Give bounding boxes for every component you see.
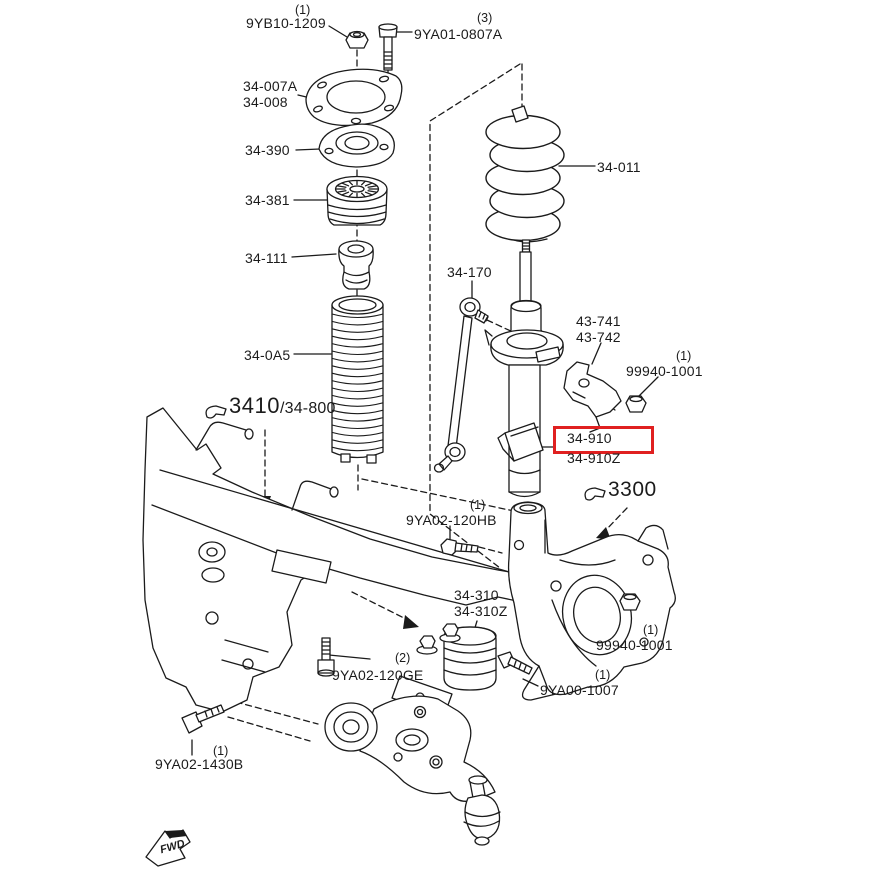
label-mount-plate-line2: 34-008 [243, 94, 288, 110]
label-crossmember-ref: /34-800 [279, 400, 336, 417]
label-strut-bracket-line1: 43-741 [576, 313, 621, 329]
label-lower-arm-line1: 34-310 [454, 587, 499, 603]
label-shock-absorber: 34-910 [567, 430, 612, 446]
label-qty-nut-knuckle: (1) [643, 623, 659, 637]
label-strut-bracket-line2: 43-742 [576, 329, 621, 345]
label-lower-arm-line2: 34-310Z [454, 603, 508, 619]
bolt-120ge-drawing [317, 637, 335, 677]
stabilizer-link-drawing [433, 297, 489, 473]
bump-stopper-drawing [338, 240, 374, 290]
nut-99940-top-drawing [625, 395, 647, 413]
bolt-120hb-drawing [440, 538, 479, 556]
knuckle-drawing [507, 501, 676, 701]
label-knuckle: 3300 [608, 478, 657, 501]
label-coil-spring: 34-011 [597, 159, 641, 175]
bearing-drawing [326, 175, 388, 226]
label-crossmember-code: 3410 [229, 393, 280, 418]
label-qty-nut-bracket: (1) [676, 349, 692, 363]
label-mount-plate: 34-007A 34-008 [243, 78, 297, 110]
label-qty-bolt-top: (3) [477, 11, 493, 25]
bolt-1430b-drawing [181, 704, 225, 734]
label-strut-mount: 34-390 [245, 142, 290, 158]
strut-bracket-drawing [563, 361, 622, 433]
clip-icon [205, 405, 606, 501]
label-bolt-top: 9YA01-0807A [414, 26, 503, 42]
lower-arm-drawing [324, 695, 501, 846]
label-crossmember: 3410/34-800 [229, 395, 336, 417]
label-qty-bolt-1430b: (1) [213, 744, 229, 758]
label-nut-top: 9YB10-1209 [246, 15, 326, 31]
mount-plate-drawing [305, 68, 403, 127]
fwd-arrow [145, 829, 191, 867]
label-mount-plate-line1: 34-007A [243, 78, 298, 94]
label-qty-bolt-120ge: (2) [395, 651, 411, 665]
label-bump-stopper: 34-111 [245, 250, 288, 266]
highlight-box [553, 426, 654, 454]
label-qty-nut-top: (1) [295, 3, 311, 17]
label-bolt-1007: 9YA00-1007 [540, 682, 619, 698]
shock-absorber-drawing [484, 239, 564, 498]
label-nut-knuckle: 99940-1001 [596, 637, 673, 653]
coil-spring-drawing [485, 105, 565, 243]
label-qty-bolt-1007: (1) [595, 668, 611, 682]
label-dust-boot: 34-0A5 [244, 347, 291, 363]
label-qty-bolt-120hb: (1) [470, 498, 486, 512]
dust-boot-drawing [331, 295, 384, 464]
nut-9yb10-drawing [345, 30, 369, 49]
label-lower-arm: 34-310 34-310Z [454, 587, 508, 619]
label-bolt-1430b: 9YA02-1430B [155, 756, 244, 772]
bolt-9ya01-drawing [378, 23, 398, 71]
bolt-1007-drawing [497, 651, 533, 675]
label-nut-bracket: 99940-1001 [626, 363, 703, 379]
strut-mount-drawing [318, 123, 395, 168]
label-bolt-120ge: 9YA02-120GE [332, 667, 424, 683]
label-strut-bracket: 43-741 43-742 [576, 313, 621, 345]
label-bolt-120hb: 9YA02-120HB [406, 512, 497, 528]
label-bearing: 34-381 [245, 192, 290, 208]
label-stabilizer-link: 34-170 [447, 264, 492, 280]
crossmember-drawing [142, 407, 553, 713]
label-shock-absorber-alt: 34-910Z [567, 450, 621, 466]
nut-99940-bottom-drawing [619, 593, 641, 611]
